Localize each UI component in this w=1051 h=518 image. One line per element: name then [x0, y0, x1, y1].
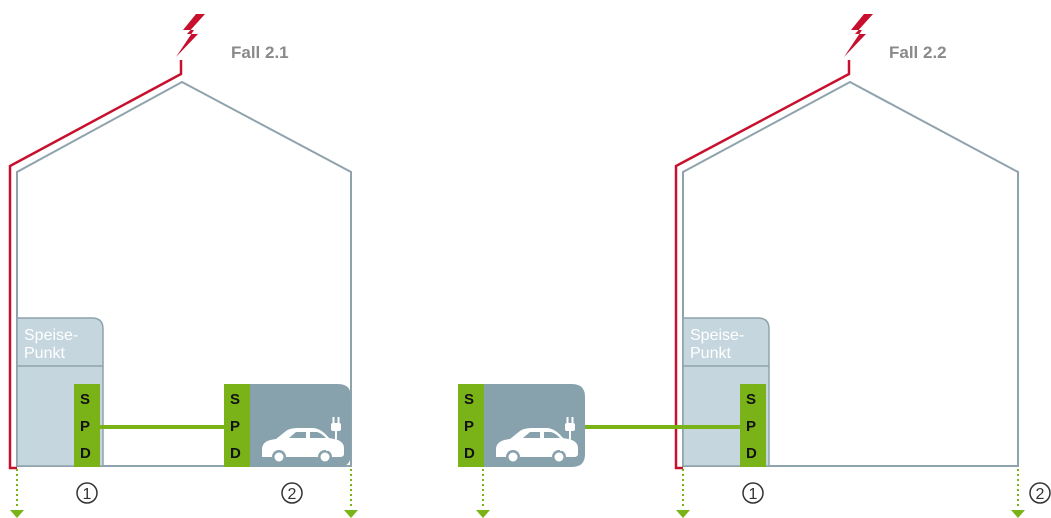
spd-letter: P	[464, 418, 474, 435]
marker-circle	[281, 482, 303, 504]
ground-arrow-icon	[476, 469, 490, 518]
spd-box-2	[224, 384, 250, 467]
spd-letter: P	[230, 418, 240, 435]
house-outline	[682, 80, 1019, 467]
feed-point-label-line1: Speise-	[24, 327, 78, 344]
ground-arrow-icon	[10, 469, 24, 518]
spd-letter: S	[80, 391, 90, 408]
lightning-icon	[176, 14, 205, 57]
case-title: Fall 2.2	[889, 43, 947, 62]
marker-circle	[1029, 482, 1051, 504]
marker-circle	[742, 482, 764, 504]
spd-letter: D	[746, 445, 757, 462]
spd-letter: S	[230, 391, 240, 408]
spd-letter: D	[230, 445, 241, 462]
marker-number: 1	[83, 486, 92, 503]
marker-circle	[76, 482, 98, 504]
spd-letter: D	[464, 445, 475, 462]
marker-number: 1	[749, 486, 758, 503]
spd-letter: P	[80, 418, 90, 435]
lightning-conductor	[674, 60, 851, 470]
spd-letter: S	[464, 391, 474, 408]
marker-number: 2	[1036, 486, 1045, 503]
spd-letter: D	[80, 445, 91, 462]
lightning-icon	[844, 14, 873, 57]
spd-letter: P	[746, 418, 756, 435]
ground-arrow-icon	[676, 469, 690, 518]
feed-point-label-line2: Punkt	[24, 345, 65, 362]
marker-number: 2	[288, 486, 297, 503]
lightning-conductor	[8, 60, 183, 470]
spd-letter: S	[746, 391, 756, 408]
feed-point-label-line2: Punkt	[690, 345, 731, 362]
feed-point-label-line1: Speise-	[690, 327, 744, 344]
panel-fall-2-1: Fall 2.1 Speise- Punkt S P D S P D	[8, 14, 358, 518]
ground-arrow-icon	[1011, 469, 1025, 518]
spd-box-1	[740, 384, 766, 467]
spd-box-2	[458, 384, 484, 467]
case-title: Fall 2.1	[231, 43, 289, 62]
spd-box-1	[74, 384, 100, 467]
panel-fall-2-2: Fall 2.2 Speise- Punkt S P D S P D	[458, 14, 1051, 518]
ground-arrow-icon	[344, 469, 358, 518]
